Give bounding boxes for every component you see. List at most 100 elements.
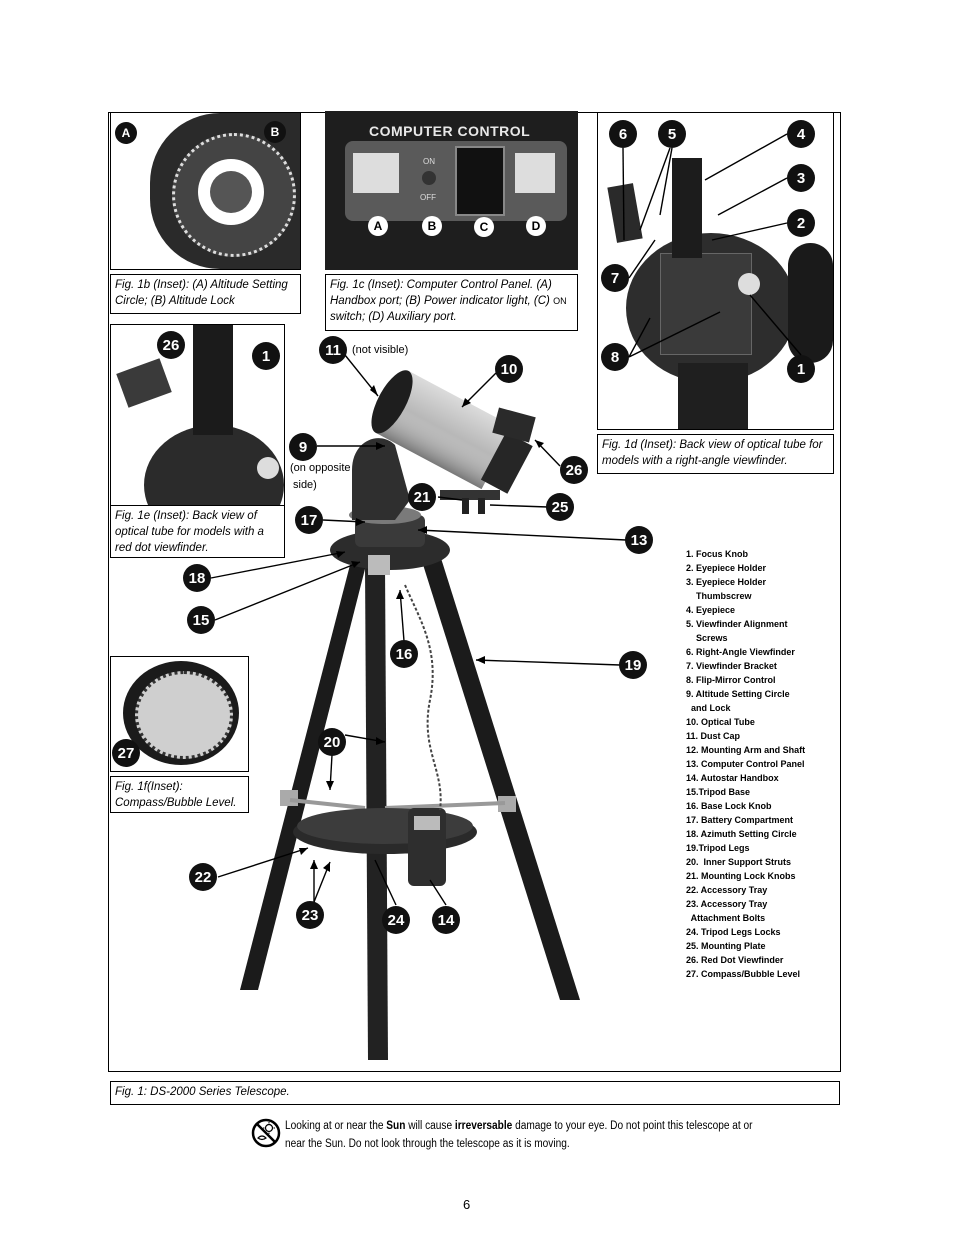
fig1c-switch-on: ON bbox=[423, 157, 435, 166]
warning-sun: Sun bbox=[386, 1120, 406, 1132]
tripod-leg-right bbox=[420, 555, 580, 1000]
fig1c-caption-on: ON bbox=[553, 296, 567, 306]
legend-item: 13. Computer Control Panel bbox=[686, 759, 805, 769]
fig1c-photo: COMPUTER CONTROL ON OFF bbox=[325, 111, 578, 270]
parts-legend: 1. Focus Knob 2. Eyepiece Holder 3. Eyep… bbox=[686, 547, 836, 981]
page-number: 6 bbox=[463, 1197, 471, 1212]
fig1b-label-a: A bbox=[115, 122, 137, 144]
legend-item: 26. Red Dot Viewfinder bbox=[686, 955, 784, 965]
callout-13: 13 bbox=[625, 526, 653, 554]
legend-item: 25. Mounting Plate bbox=[686, 941, 766, 951]
legend-item: 11. Dust Cap bbox=[686, 731, 741, 741]
legend-item: 10. Optical Tube bbox=[686, 717, 755, 727]
sun-warning-icon bbox=[251, 1118, 281, 1148]
legend-item: 9. Altitude Setting Circle bbox=[686, 689, 790, 699]
main-figure-caption: Fig. 1: DS-2000 Series Telescope. bbox=[110, 1081, 840, 1105]
fig1d-label-6: 6 bbox=[609, 120, 637, 148]
legend-item: 16. Base Lock Knob bbox=[686, 801, 772, 811]
fig1d-label-8: 8 bbox=[601, 343, 629, 371]
fig1e-photo bbox=[111, 325, 284, 505]
callout-14: 14 bbox=[432, 906, 460, 934]
legend-item: 6. Right-Angle Viewfinder bbox=[686, 647, 795, 657]
leader-lines bbox=[210, 354, 627, 906]
legend-item: 2. Eyepiece Holder bbox=[686, 563, 767, 573]
legend-item: 17. Battery Compartment bbox=[686, 815, 794, 825]
callout-24: 24 bbox=[382, 906, 410, 934]
callout-16: 16 bbox=[390, 640, 418, 668]
inner-strut-left bbox=[289, 798, 366, 810]
fig1f-label-27: 27 bbox=[112, 739, 140, 767]
fig1d-label-2: 2 bbox=[787, 209, 815, 237]
legend-item: 24. Tripod Legs Locks bbox=[686, 927, 781, 937]
tripod-lock bbox=[368, 555, 390, 575]
legend-item: Attachment Bolts bbox=[686, 913, 766, 923]
fig1c-label-a: A bbox=[368, 216, 388, 236]
mounting-arm bbox=[352, 438, 410, 520]
legend-item: 5. Viewfinder Alignment bbox=[686, 619, 788, 629]
fig1e-label-1: 1 bbox=[252, 342, 280, 370]
legend-item: 3. Eyepiece Holder bbox=[686, 577, 767, 587]
fig1c-caption-text-2: switch; (D) Auxiliary port. bbox=[330, 311, 457, 323]
legend-item: Thumbscrew bbox=[686, 591, 752, 601]
fig1c-switch-off: OFF bbox=[420, 193, 436, 202]
fig1d-label-7: 7 bbox=[601, 264, 629, 292]
fig1d-label-5: 5 bbox=[658, 120, 686, 148]
callout-17: 17 bbox=[295, 506, 323, 534]
optical-tube bbox=[371, 370, 533, 494]
callout-10: 10 bbox=[495, 355, 523, 383]
fig1b-label-b: B bbox=[264, 121, 286, 143]
callout-19: 19 bbox=[619, 651, 647, 679]
callout-11: 11 bbox=[319, 336, 347, 364]
strut-clamp-right bbox=[498, 796, 516, 812]
legend-item: 12. Mounting Arm and Shaft bbox=[686, 745, 806, 755]
legend-item: 18. Azimuth Setting Circle bbox=[686, 829, 797, 839]
sun-warning-text: Looking at or near the Sun will cause ir… bbox=[285, 1117, 769, 1153]
fig1b-frame bbox=[110, 112, 301, 270]
warning-text-1: Looking at or near the bbox=[285, 1120, 387, 1132]
fig1c-label-c: C bbox=[474, 217, 494, 237]
inner-strut-right bbox=[384, 801, 506, 810]
legend-item: 27. Compass/Bubble Level bbox=[686, 969, 801, 979]
legend-item: 22. Accessory Tray bbox=[686, 885, 768, 895]
callout-21: 21 bbox=[408, 483, 436, 511]
warning-text-3: damage to your eye. Do not point this te… bbox=[285, 1120, 753, 1150]
fig1c-label-d: D bbox=[526, 216, 546, 236]
legend-item: and Lock bbox=[686, 703, 731, 713]
legend-item: 1. Focus Knob bbox=[686, 549, 749, 559]
callout-26: 26 bbox=[560, 456, 588, 484]
red-dot-viewfinder bbox=[492, 407, 536, 443]
fig1c-caption: Fig. 1c (Inset): Computer Control Panel.… bbox=[325, 274, 578, 331]
legend-item: 20. Inner Support Struts bbox=[686, 857, 792, 867]
fig1d-label-1: 1 bbox=[787, 355, 815, 383]
legend-item: 4. Eyepiece bbox=[686, 605, 736, 615]
legend-item: 8. Flip-Mirror Control bbox=[686, 675, 776, 685]
fig1e-label-26: 26 bbox=[157, 331, 185, 359]
legend-item: 14. Autostar Handbox bbox=[686, 773, 779, 783]
callout-9: 9 bbox=[289, 433, 317, 461]
legend-item: 15.Tripod Base bbox=[686, 787, 751, 797]
fig1d-label-4: 4 bbox=[787, 120, 815, 148]
callout-18: 18 bbox=[183, 564, 211, 592]
fig1c-caption-text-1: Fig. 1c (Inset): Computer Control Panel.… bbox=[330, 279, 552, 307]
callout-25: 25 bbox=[546, 493, 574, 521]
callout-22: 22 bbox=[189, 863, 217, 891]
warning-text-2: will cause bbox=[405, 1120, 455, 1132]
fig1d-frame bbox=[597, 112, 834, 430]
legend-item: 19.Tripod Legs bbox=[686, 843, 750, 853]
callout-15: 15 bbox=[187, 606, 215, 634]
fig1e-caption: Fig. 1e (Inset): Back view of optical tu… bbox=[110, 505, 285, 558]
legend-item: 21. Mounting Lock Knobs bbox=[686, 871, 796, 881]
callout-9-note-2: side) bbox=[293, 479, 317, 491]
fig1f-frame bbox=[110, 656, 249, 772]
fig1b-caption: Fig. 1b (Inset): (A) Altitude Setting Ci… bbox=[110, 274, 301, 314]
fig1c-label-b: B bbox=[422, 216, 442, 236]
handbox-cord bbox=[404, 584, 442, 811]
callout-11-note: (not visible) bbox=[352, 344, 409, 356]
callout-23: 23 bbox=[296, 901, 324, 929]
fig1b-photo bbox=[150, 113, 300, 269]
warning-irreversable: irreversable bbox=[454, 1120, 513, 1132]
fig1d-label-3: 3 bbox=[787, 164, 815, 192]
legend-item: 7. Viewfinder Bracket bbox=[686, 661, 777, 671]
